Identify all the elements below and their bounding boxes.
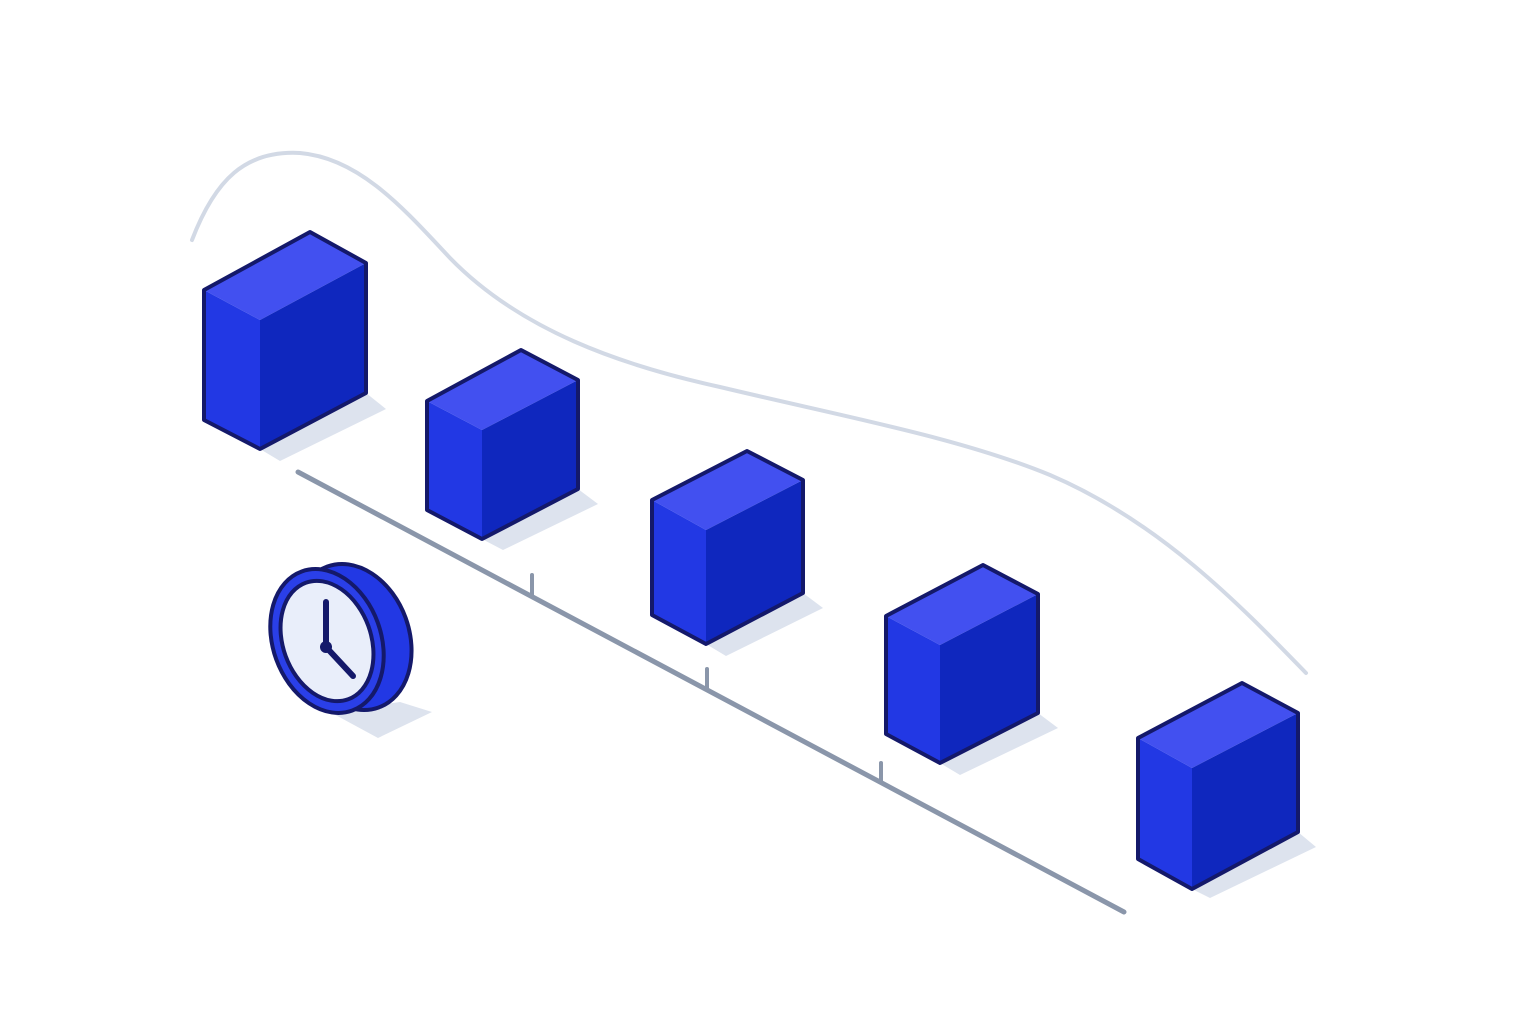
- block-left-face: [652, 500, 706, 644]
- block-outline: [425, 348, 580, 541]
- trend-curve: [190, 150, 1308, 675]
- block-1: [202, 230, 386, 461]
- block-left-face: [204, 290, 260, 449]
- block-outline: [1136, 681, 1300, 891]
- block-5: [1136, 681, 1316, 898]
- block-shadow: [482, 489, 598, 550]
- clock-hour-hand: [323, 644, 356, 679]
- block-right-face: [260, 263, 366, 449]
- block-2: [425, 348, 598, 550]
- block-3: [650, 449, 823, 656]
- timeline-axis: [295, 469, 1127, 915]
- block-shadow: [706, 593, 823, 656]
- block-4: [884, 563, 1058, 775]
- block-shadow: [1192, 832, 1316, 898]
- block-outline: [650, 449, 805, 646]
- block-outline: [884, 563, 1040, 765]
- block-left-face: [886, 616, 940, 763]
- timeline-line: [295, 469, 1127, 915]
- block-right-face: [940, 594, 1038, 763]
- block-right-face: [706, 480, 803, 644]
- block-shadow: [940, 713, 1058, 775]
- block-top-face: [204, 232, 366, 320]
- block-left-face: [1138, 738, 1192, 889]
- block-top-face: [1138, 683, 1298, 768]
- clock-icon: [268, 561, 432, 738]
- block-shadow: [260, 393, 386, 461]
- block-top-face: [652, 451, 803, 530]
- block-outline: [202, 230, 368, 451]
- block-top-face: [427, 350, 578, 430]
- block-left-face: [427, 401, 482, 539]
- block-top-face: [886, 565, 1038, 645]
- clock-center-pin: [320, 641, 332, 653]
